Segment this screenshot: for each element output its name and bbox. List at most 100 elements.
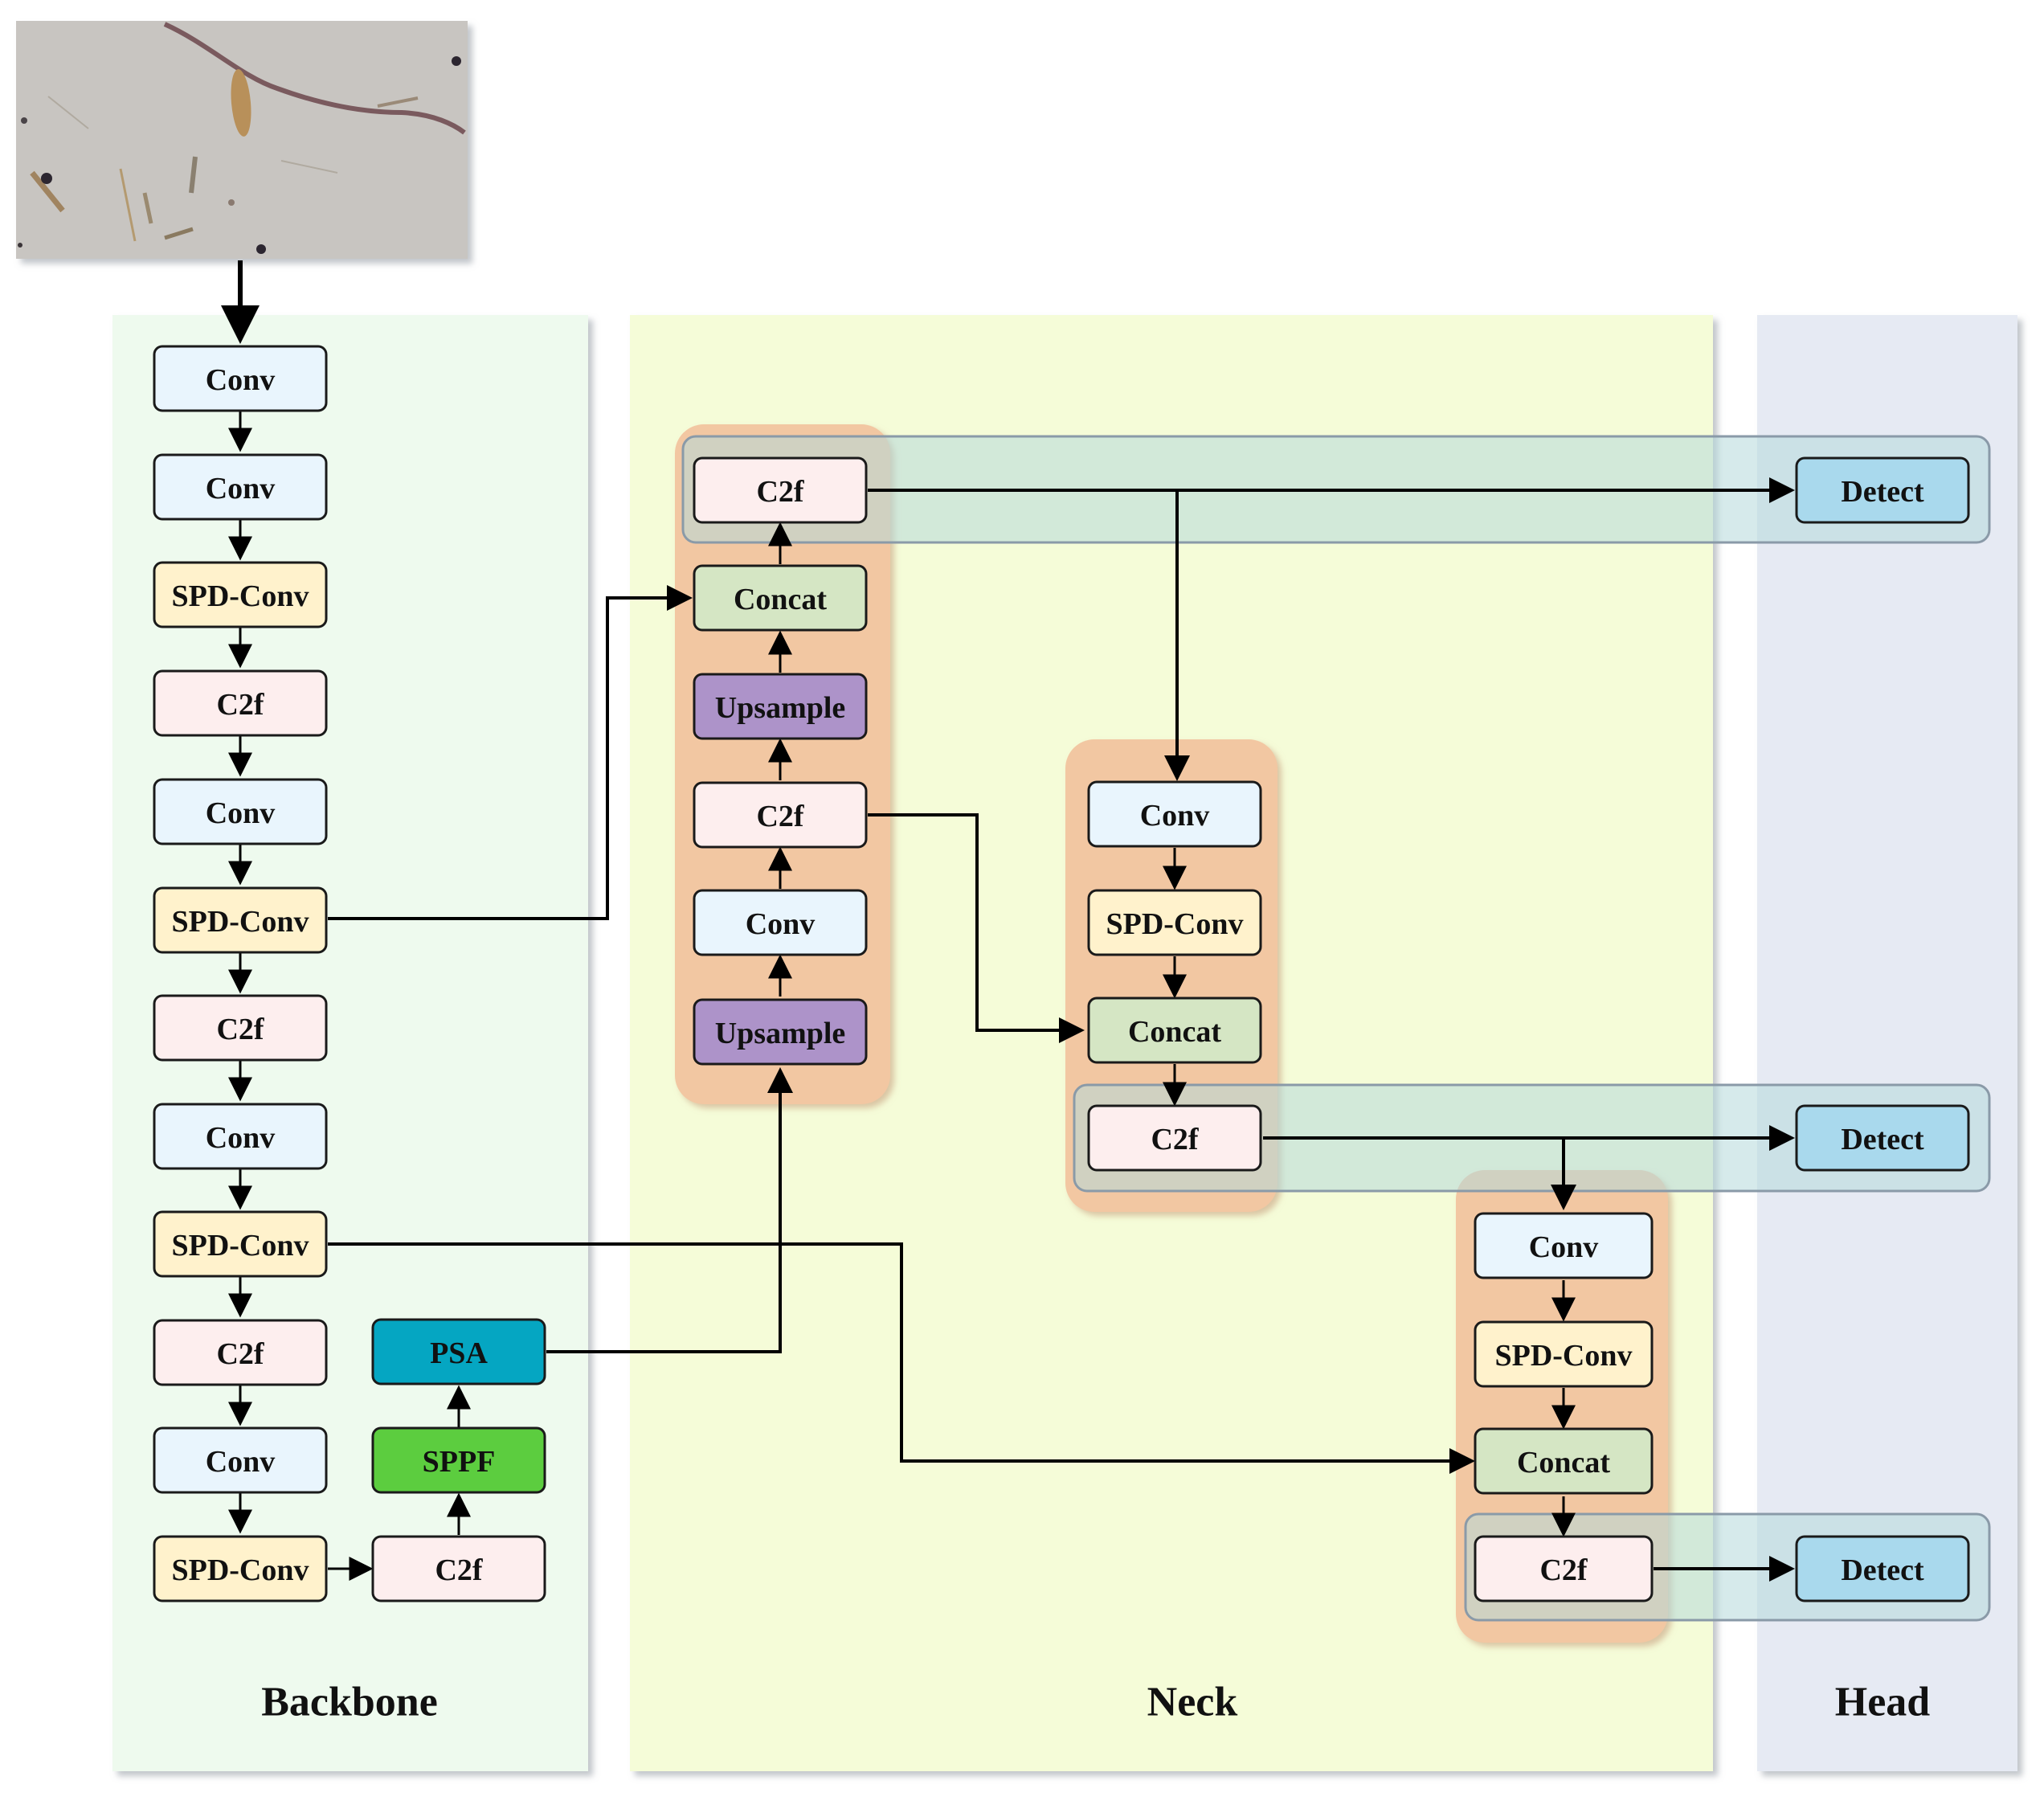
c2f-block: C2f (153, 1319, 328, 1386)
spd-conv-block: SPD-Conv (1087, 889, 1262, 956)
conv-block: Conv (153, 453, 328, 521)
upsample-block: Upsample (693, 998, 868, 1066)
conv-box (153, 1103, 328, 1170)
edge-psa-to-upsample (546, 1067, 793, 1353)
psa-block: PSA (371, 1318, 546, 1385)
conv-block: Conv (153, 345, 328, 412)
c2f-box (1474, 1535, 1654, 1602)
conv-label: Conv (206, 1121, 276, 1155)
c2f-label: C2f (216, 688, 264, 722)
c2f-block: C2f (1474, 1535, 1654, 1602)
upsample-label: Upsample (715, 1017, 846, 1050)
c2f-box (693, 456, 868, 524)
spd-conv-label: SPD-Conv (1494, 1339, 1632, 1373)
spd-conv-label: SPD-Conv (171, 579, 309, 613)
edge-spd-to-concat-top (328, 585, 693, 920)
c2f-block: C2f (1087, 1104, 1262, 1172)
psa-box (371, 1318, 546, 1385)
c2f-block: C2f (693, 456, 868, 524)
spd-conv-box (153, 886, 328, 954)
conv-block: Conv (153, 1103, 328, 1170)
c2f-block: C2f (371, 1535, 546, 1602)
detect-label: Detect (1841, 475, 1924, 509)
conv-label: Conv (1529, 1230, 1599, 1264)
detect-block: Detect (1795, 1104, 1970, 1172)
c2f-block: C2f (153, 994, 328, 1062)
c2f-label: C2f (216, 1337, 264, 1371)
conv-box (1474, 1212, 1654, 1279)
conv-label: Conv (1140, 799, 1210, 833)
c2f-box (693, 781, 868, 849)
conv-block: Conv (1474, 1212, 1654, 1279)
spd-conv-block: SPD-Conv (1474, 1320, 1654, 1388)
detect-block: Detect (1795, 1535, 1970, 1602)
conv-block: Conv (153, 778, 328, 845)
detect-box (1795, 456, 1970, 524)
concat-label: Concat (734, 583, 827, 616)
psa-label: PSA (430, 1336, 488, 1370)
upsample-block: Upsample (693, 673, 868, 740)
spd-conv-label: SPD-Conv (171, 905, 309, 939)
edge-c2f-to-concat-col2 (868, 813, 1085, 1043)
conv-box (153, 778, 328, 845)
spd-conv-block: SPD-Conv (153, 1210, 328, 1278)
detect-box (1795, 1535, 1970, 1602)
concat-block: Concat (1087, 997, 1262, 1064)
spd-conv-box (153, 1210, 328, 1278)
conv-box (153, 1426, 328, 1494)
concat-box (693, 564, 868, 632)
concat-label: Concat (1128, 1015, 1221, 1049)
section-label-head: Head (1835, 1680, 1931, 1725)
detect-box (1795, 1104, 1970, 1172)
concat-label: Concat (1517, 1446, 1610, 1480)
conv-block: Conv (153, 1426, 328, 1494)
c2f-block: C2f (693, 781, 868, 849)
upsample-box (693, 673, 868, 740)
spd-conv-block: SPD-Conv (153, 1535, 328, 1602)
sppf-label: SPPF (423, 1445, 496, 1479)
c2f-block: C2f (153, 669, 328, 737)
sppf-block: SPPF (371, 1426, 546, 1494)
conv-box (693, 889, 868, 956)
c2f-box (371, 1535, 546, 1602)
spd-conv-block: SPD-Conv (153, 561, 328, 628)
c2f-label: C2f (435, 1553, 483, 1587)
upsample-label: Upsample (715, 691, 846, 725)
spd-conv-label: SPD-Conv (171, 1229, 309, 1263)
detect-label: Detect (1841, 1553, 1924, 1587)
conv-box (153, 453, 328, 521)
c2f-box (153, 669, 328, 737)
conv-box (153, 345, 328, 412)
c2f-label: C2f (1151, 1123, 1199, 1156)
spd-conv-box (153, 561, 328, 628)
c2f-box (1087, 1104, 1262, 1172)
spd-conv-box (153, 1535, 328, 1602)
section-label-neck: Neck (1147, 1680, 1238, 1725)
edge-spd-to-concat-col3 (328, 1242, 1475, 1474)
concat-block: Concat (1474, 1427, 1654, 1495)
conv-block: Conv (693, 889, 868, 956)
conv-label: Conv (206, 472, 276, 505)
spd-conv-block: SPD-Conv (153, 886, 328, 954)
upsample-box (693, 998, 868, 1066)
section-label-backbone: Backbone (261, 1680, 438, 1725)
c2f-box (153, 1319, 328, 1386)
detect-block: Detect (1795, 456, 1970, 524)
conv-label: Conv (746, 907, 816, 941)
spd-conv-box (1474, 1320, 1654, 1388)
concat-block: Concat (693, 564, 868, 632)
conv-label: Conv (206, 363, 276, 397)
spd-conv-box (1087, 889, 1262, 956)
microscope-sample-image (16, 21, 468, 259)
spd-conv-label: SPD-Conv (171, 1553, 309, 1587)
c2f-label: C2f (756, 800, 804, 833)
c2f-label: C2f (1539, 1553, 1588, 1587)
spd-conv-label: SPD-Conv (1106, 907, 1243, 941)
conv-block: Conv (1087, 780, 1262, 848)
c2f-label: C2f (216, 1013, 264, 1046)
conv-box (1087, 780, 1262, 848)
c2f-box (153, 994, 328, 1062)
conv-label: Conv (206, 1445, 276, 1479)
conv-label: Conv (206, 796, 276, 830)
